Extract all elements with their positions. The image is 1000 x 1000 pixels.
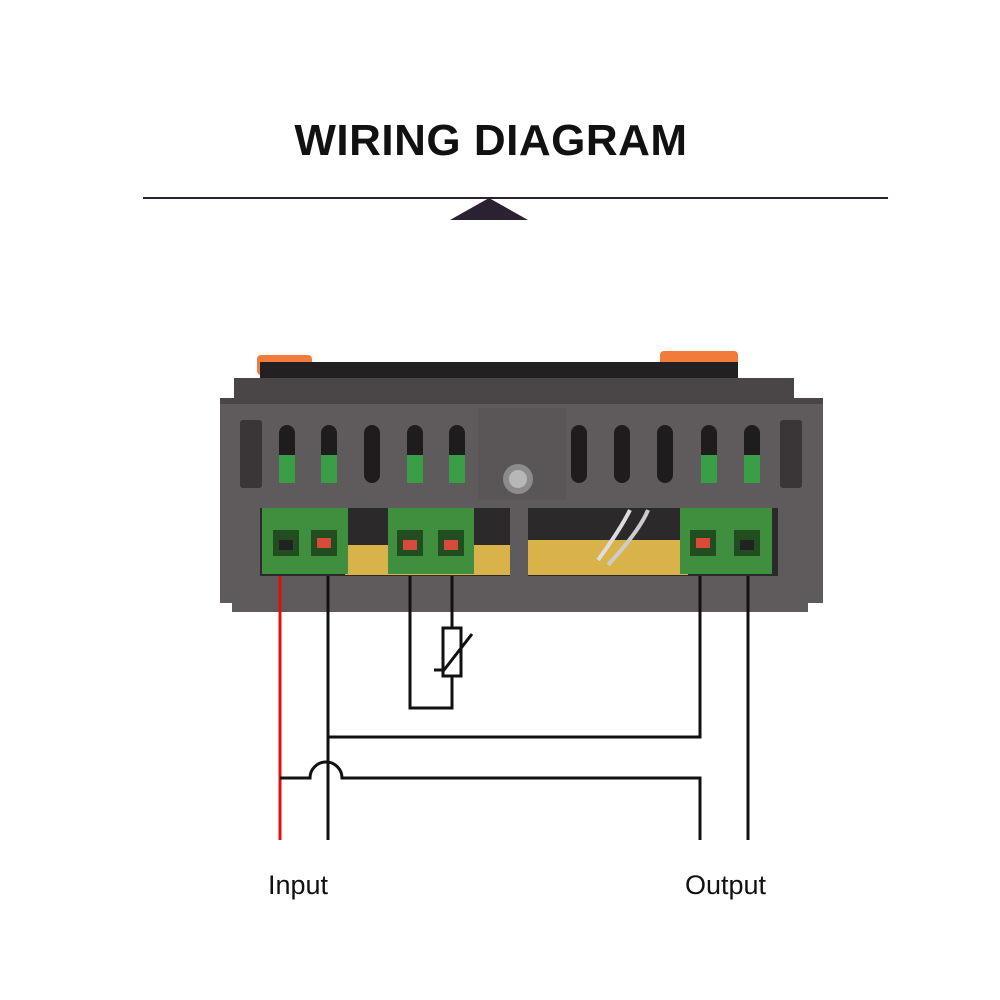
wires	[278, 576, 750, 840]
terminal-block-sensor	[388, 508, 474, 574]
side-vent-left	[240, 420, 262, 488]
top-rim	[234, 378, 794, 400]
divider-arrow-icon	[450, 198, 528, 220]
neutral-link	[328, 576, 702, 739]
output-label: Output	[685, 870, 767, 900]
top-casing	[260, 362, 738, 382]
terminal-block-relay	[680, 508, 772, 574]
live-crossover	[280, 760, 702, 840]
side-vent-right	[780, 420, 802, 488]
input-label: Input	[268, 870, 329, 900]
vent-slots	[279, 425, 760, 483]
terminal-block-power	[262, 508, 348, 574]
controller-housing	[220, 398, 823, 612]
thermistor-symbol	[434, 626, 474, 678]
page-title: WIRING DIAGRAM	[294, 116, 688, 165]
